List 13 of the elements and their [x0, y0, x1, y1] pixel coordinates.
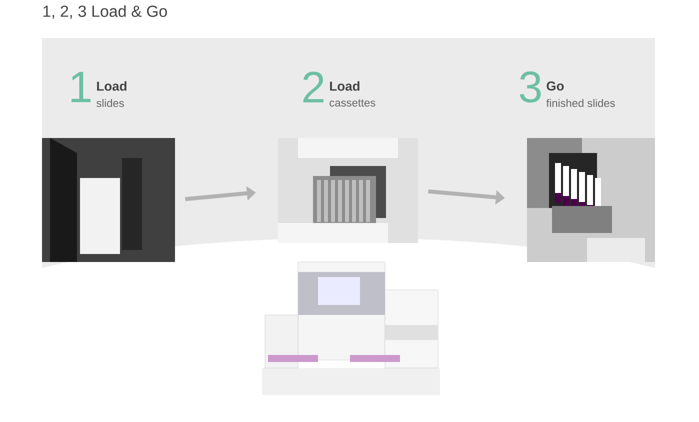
step-number: 1 — [72, 72, 91, 102]
photo — [278, 138, 418, 243]
step-number: 2 — [303, 72, 324, 102]
title: 1, 2, 3 Load & Go — [43, 5, 167, 19]
photo — [527, 138, 655, 262]
step-number: 3 — [520, 71, 541, 103]
step-heading: Load — [97, 81, 126, 91]
step-heading: Load — [330, 81, 360, 91]
step-caption: cassettes — [330, 99, 376, 107]
step-caption: slides — [96, 98, 124, 108]
photo — [42, 138, 175, 262]
step-caption: finished slides — [546, 98, 615, 108]
step-heading: Go — [546, 81, 564, 91]
